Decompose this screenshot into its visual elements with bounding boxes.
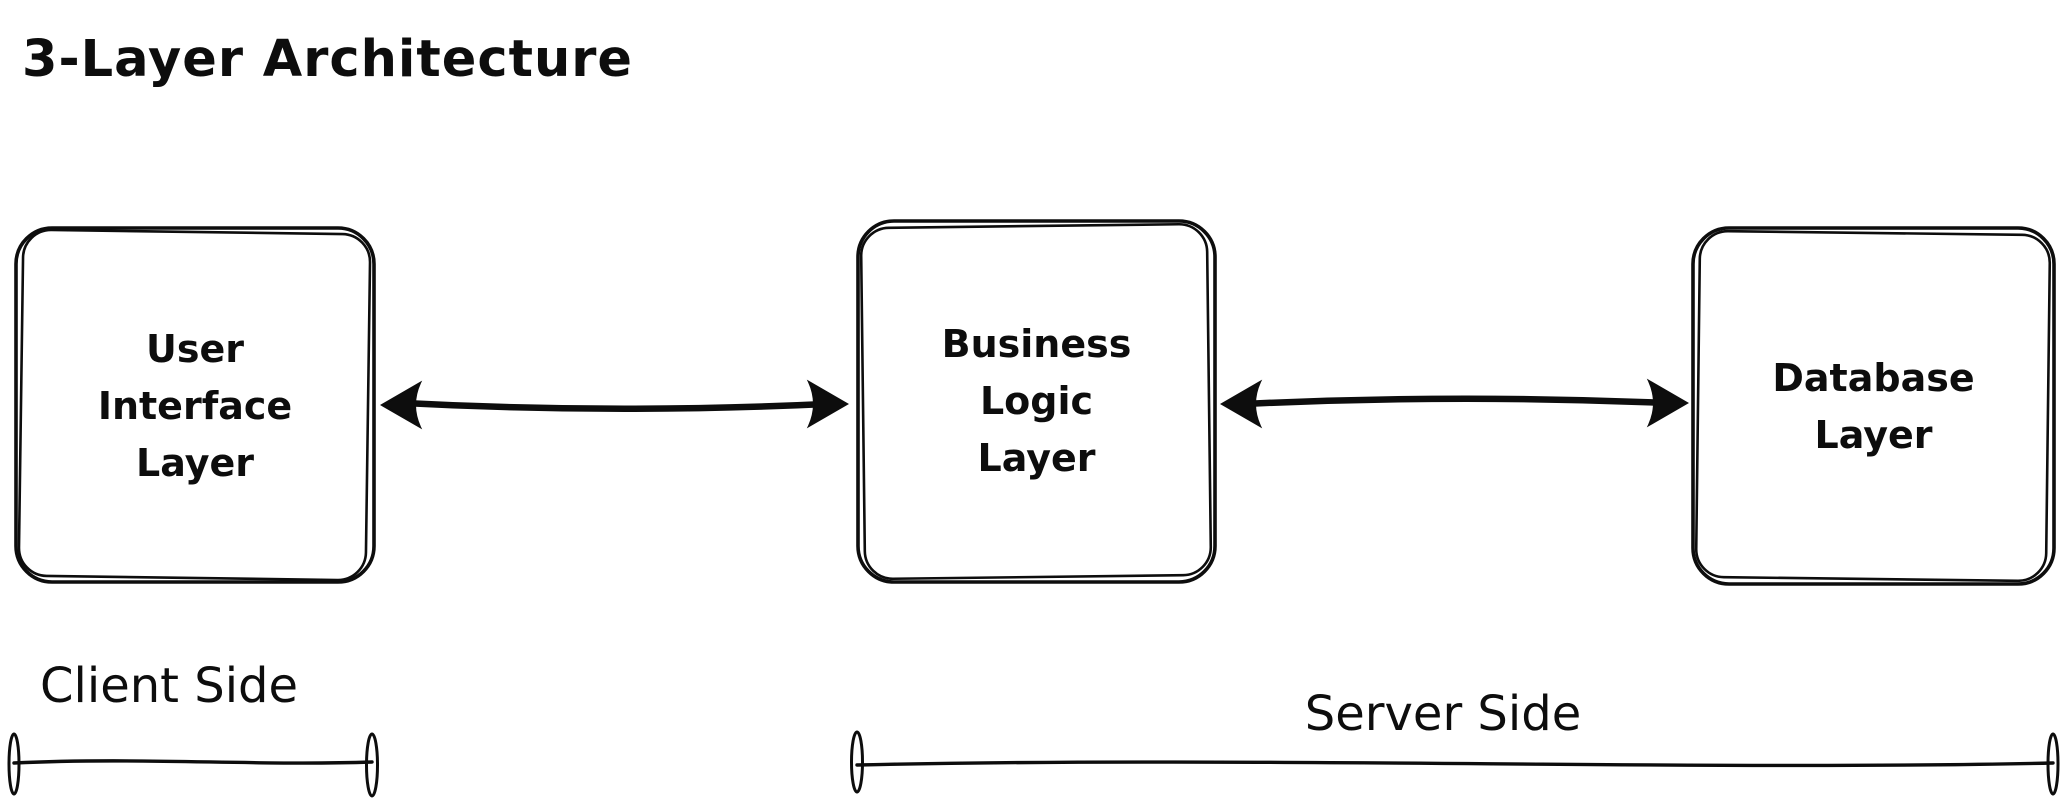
box-label-line: Database: [1772, 355, 1975, 400]
box-label-line: Interface: [97, 383, 293, 428]
box-label-line: User: [146, 326, 244, 371]
box-label-line: Logic: [979, 379, 1094, 423]
box-label-line: Layer: [136, 440, 254, 485]
box-label-line: Layer: [1814, 412, 1933, 457]
box-user-interface-layer: User Interface Layer: [13, 225, 377, 587]
business-database-double-arrow-icon: [1220, 378, 1689, 429]
server-side-label: Server Side: [1304, 686, 1582, 742]
box-label-line: Layer: [977, 436, 1096, 480]
diagram-title: 3-Layer Architecture: [22, 30, 634, 89]
user-interface-layer-box: [14, 226, 376, 584]
client-side-label: Client Side: [40, 658, 299, 714]
server-side-span-line: [850, 730, 2060, 796]
box-database-layer: Database Layer: [1690, 225, 2057, 588]
client-side-span-line: [7, 732, 379, 798]
box-business-logic-layer: Business Logic Layer: [855, 218, 1218, 585]
business-logic-layer-box: [856, 219, 1217, 584]
box-label-line: Business: [941, 322, 1132, 366]
ui-business-double-arrow-icon: [380, 379, 849, 430]
database-layer-box: [1691, 226, 2056, 586]
